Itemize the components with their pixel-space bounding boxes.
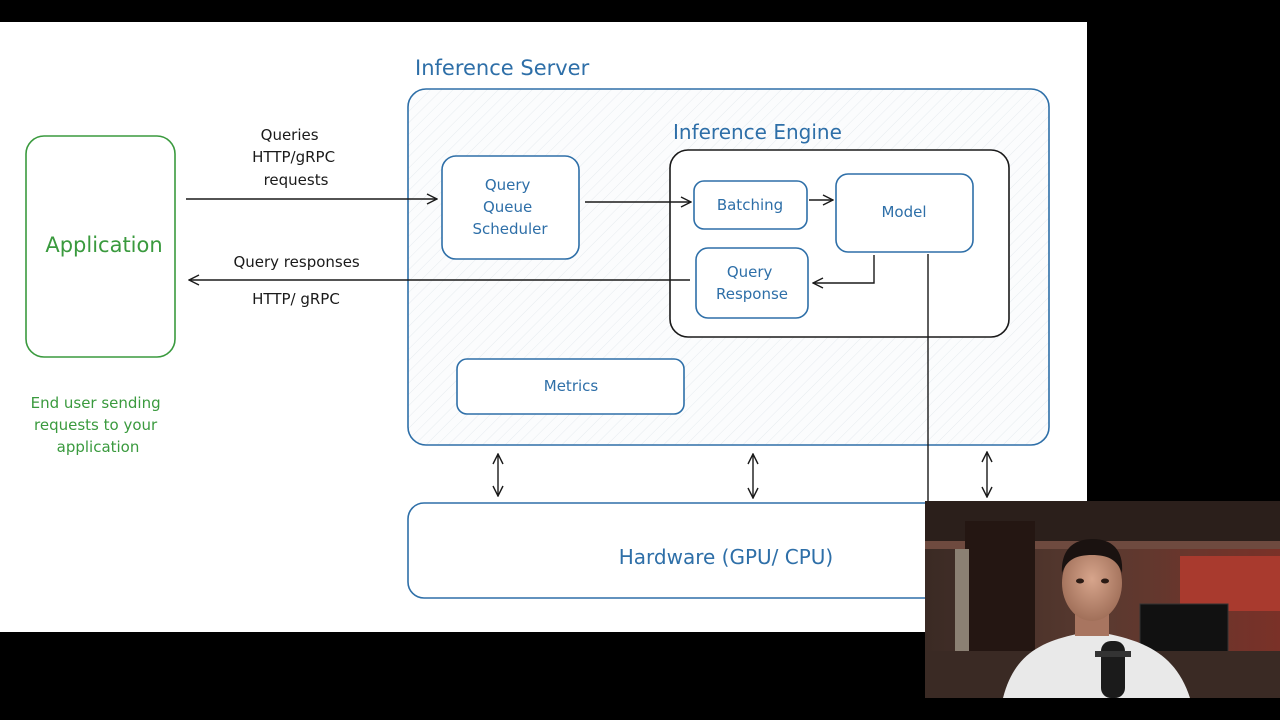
presenter-eye: [1076, 578, 1084, 584]
presenter-hair: [1061, 539, 1123, 573]
query-response-label-line: Response: [716, 285, 788, 303]
model-label: Model: [881, 203, 926, 221]
application-box: [25, 135, 176, 358]
end-user-caption-line: requests to your: [34, 416, 158, 434]
scheduler-label-line: Scheduler: [472, 220, 548, 238]
application-label: Application: [45, 233, 162, 257]
query-response-label: Query Response: [716, 263, 788, 303]
webcam-scene: [925, 501, 1280, 698]
presenter-eye: [1101, 578, 1109, 584]
batching-label: Batching: [717, 196, 783, 214]
end-user-caption: End user sending requests to your applic…: [31, 394, 166, 456]
red-wall-panel: [1180, 556, 1280, 611]
query-response-label-line: Query: [727, 263, 773, 281]
scheduler-label-line: Queue: [483, 198, 532, 216]
architecture-diagram: Inference Server Inference Engine Applic…: [25, 56, 1050, 599]
presenter-webcam: [925, 501, 1280, 698]
tv-screen: [1139, 603, 1229, 659]
metrics-label: Metrics: [544, 377, 599, 395]
scheduler-label: Query Queue Scheduler: [472, 176, 548, 238]
request-label: Queries HTTP/gRPC requests: [252, 126, 340, 189]
response-label-line: HTTP/ gRPC: [252, 290, 340, 308]
presenter-shirt: [1003, 631, 1190, 698]
metrics-box: [456, 358, 685, 415]
end-user-caption-line: End user sending: [31, 394, 161, 412]
microphone-mount: [1095, 651, 1131, 657]
inference-engine-title: Inference Engine: [673, 120, 842, 144]
scheduler-box: [441, 155, 580, 260]
end-user-caption-line: application: [57, 438, 140, 456]
presenter-face: [1062, 545, 1122, 621]
model-to-response-arrow: [813, 255, 875, 283]
batching-box: [693, 180, 808, 230]
hardware-label: Hardware (GPU/ CPU): [619, 545, 833, 569]
query-response-box: [695, 247, 809, 319]
response-label: Query responses HTTP/ gRPC: [233, 253, 364, 308]
inference-server-title: Inference Server: [415, 56, 590, 80]
model-box: [835, 173, 974, 253]
response-label-line: Query responses: [233, 253, 359, 271]
request-label-line: Queries: [261, 126, 319, 144]
request-label-line: HTTP/gRPC: [252, 148, 335, 166]
scheduler-label-line: Query: [485, 176, 531, 194]
microphone: [1101, 641, 1125, 698]
diagram-canvas: Inference Server Inference Engine Applic…: [0, 22, 1087, 632]
request-label-line: requests: [264, 171, 329, 189]
